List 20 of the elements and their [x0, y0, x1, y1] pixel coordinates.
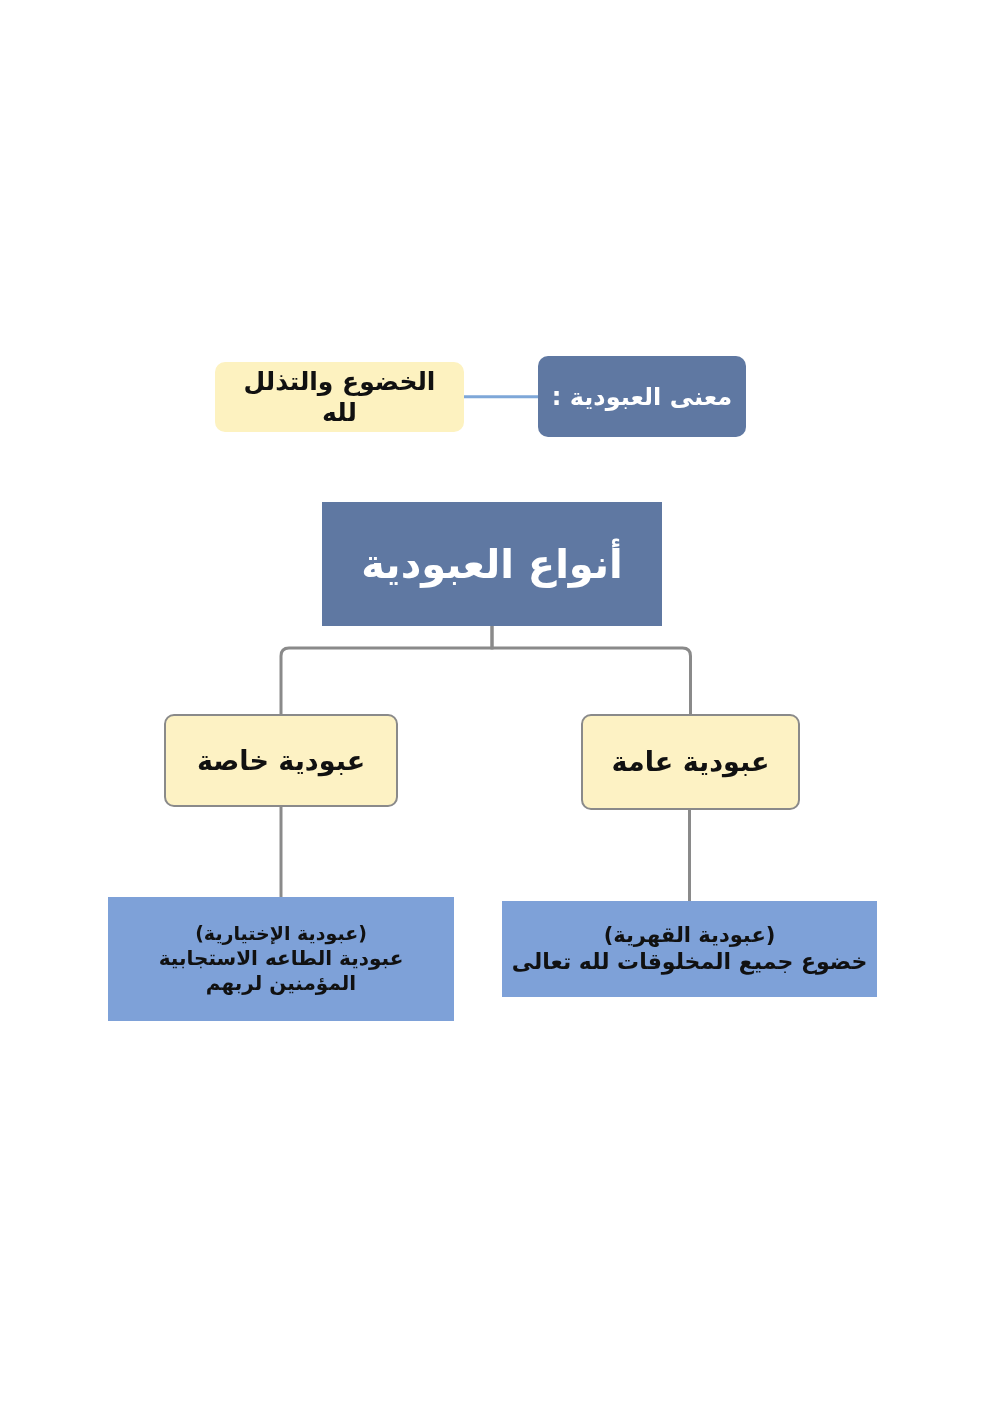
node-text: الخضوع والتذلل لله	[242, 365, 437, 429]
label-box	[538, 356, 746, 437]
title-box	[322, 502, 662, 626]
node-text: عبودية الطاعه الاستجابية المؤمنين لربهم	[157, 945, 405, 996]
connector-line	[279, 626, 494, 714]
node-text: أنواع العبودية	[361, 539, 623, 589]
category-box	[581, 714, 800, 810]
description-box	[108, 897, 454, 1021]
category-box	[164, 714, 398, 807]
connector-line	[688, 810, 691, 901]
description-box	[502, 901, 877, 997]
node-heading: (عبودية الإختيارية)	[195, 922, 367, 946]
node-text: عبودية خاصة	[196, 743, 366, 778]
node-text: معنى العبودية :	[551, 381, 733, 412]
node-text: عبودية عامة	[611, 745, 770, 779]
connector-line	[464, 395, 538, 399]
connector-line	[279, 807, 283, 897]
node-heading: (عبودية القهرية)	[603, 922, 776, 949]
definition-box	[215, 362, 464, 432]
node-text: خضوع جميع المخلوقات لله تعالى	[511, 948, 868, 976]
